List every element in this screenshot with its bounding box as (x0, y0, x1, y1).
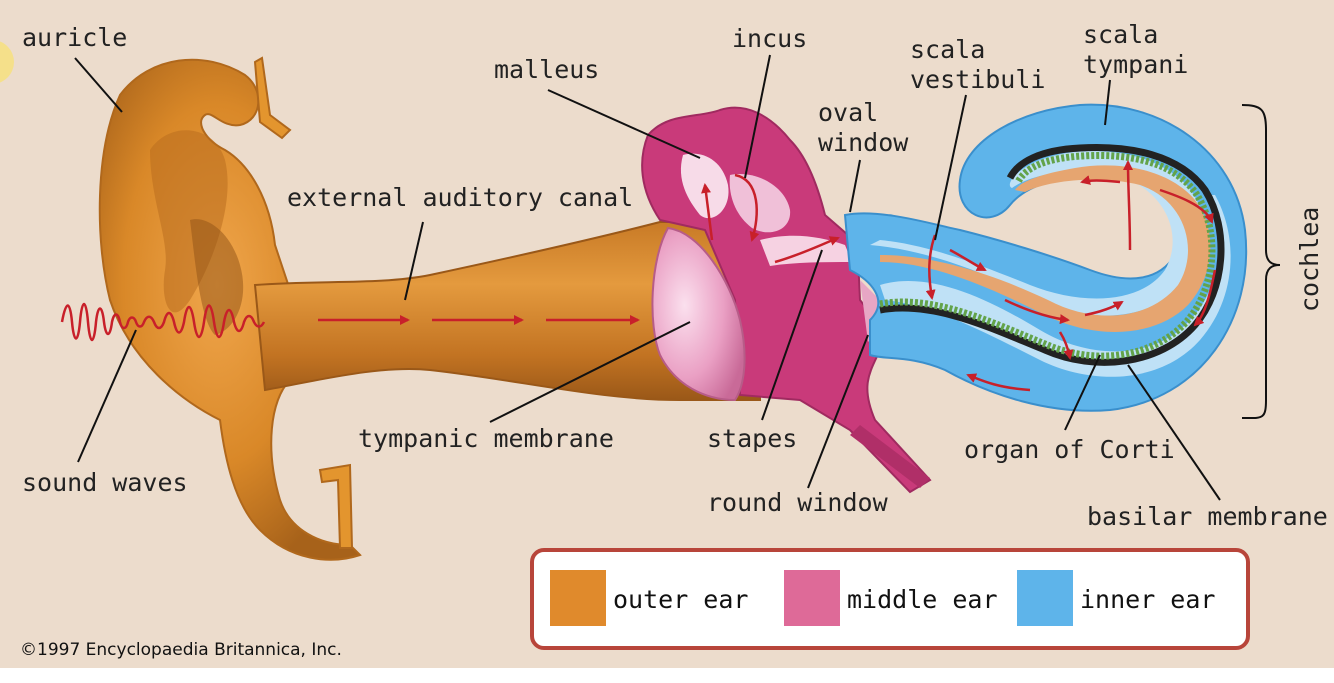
organ-of-corti-shape (879, 152, 1216, 360)
label-sound-waves: sound waves (22, 468, 188, 497)
legend-swatch-inner-ear (1017, 570, 1073, 626)
legend-swatch-middle-ear (784, 570, 840, 626)
middle-ear-shape (641, 106, 932, 494)
legend-label-outer-ear: outer ear (613, 585, 748, 614)
label-oval-window-line1: oval (818, 98, 878, 127)
label-scala-vestibuli-line2: vestibuli (910, 65, 1045, 94)
label-scala-vestibuli-line1: scala (910, 35, 985, 64)
leader-lines (74, 54, 1281, 501)
cochlea-shape (843, 103, 1248, 412)
corner-badge (0, 41, 14, 83)
basilar-membrane-shape (879, 144, 1225, 366)
label-scala-tympani-line2: tympani (1083, 50, 1188, 79)
label-stapes: stapes (707, 424, 797, 453)
label-round-window: round window (707, 488, 889, 517)
legend: outer ear middle ear inner ear (530, 548, 1250, 650)
label-malleus: malleus (494, 55, 599, 84)
label-cochlea: cochlea (1295, 207, 1324, 312)
label-tympanic-membrane: tympanic membrane (358, 424, 614, 453)
sound-path-arrows (318, 160, 1217, 392)
label-organ-of-corti: organ of Corti (964, 435, 1175, 464)
label-auricle: auricle (22, 23, 127, 52)
label-basilar-membrane: basilar membrane (1087, 502, 1328, 531)
label-external-auditory-canal: external auditory canal (287, 183, 633, 212)
label-incus: incus (732, 24, 807, 53)
copyright-notice: ©1997 Encyclopaedia Britannica, Inc. (20, 640, 342, 660)
tympanic-membrane-shape (651, 226, 746, 402)
label-scala-tympani-line1: scala (1083, 20, 1158, 49)
legend-label-middle-ear: middle ear (847, 585, 998, 614)
label-oval-window-line2: window (818, 128, 909, 157)
bottom-strip (0, 668, 1334, 683)
legend-swatch-outer-ear (550, 570, 606, 626)
legend-label-inner-ear: inner ear (1080, 585, 1215, 614)
sound-waves-shape (60, 302, 266, 342)
